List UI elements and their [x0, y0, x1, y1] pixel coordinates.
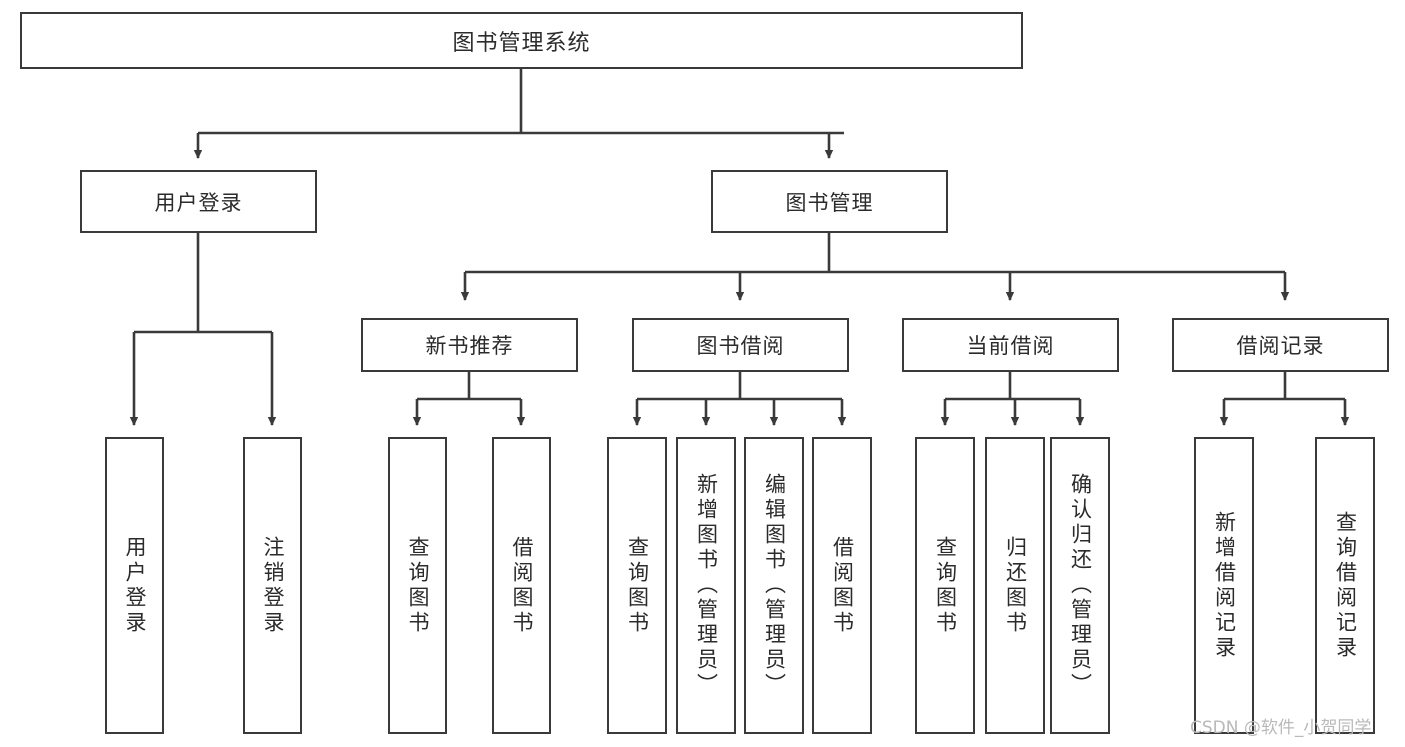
leaf-user-login-label: 用户登录	[123, 535, 147, 636]
csdn-watermark: CSDN @软件_小贺同学	[1190, 718, 1372, 738]
leaf-borrow-book-a[interactable]: 借阅图书	[492, 437, 551, 734]
leaf-query-book-c-label: 查询图书	[933, 535, 958, 636]
node-borrow-record[interactable]: 借阅记录	[1172, 318, 1389, 372]
node-user-login-label: 用户登录	[154, 190, 243, 215]
leaf-borrow-book-b-label: 借阅图书	[830, 535, 855, 636]
leaf-add-record[interactable]: 新增借阅记录	[1194, 437, 1254, 734]
leaf-borrow-book-b[interactable]: 借阅图书	[812, 437, 872, 734]
leaf-add-record-label: 新增借阅记录	[1212, 510, 1237, 661]
leaf-return-book-label: 归还图书	[1003, 535, 1028, 636]
leaf-borrow-book-a-label: 借阅图书	[510, 535, 534, 636]
leaf-query-book-b-label: 查询图书	[625, 535, 650, 636]
node-book-manage[interactable]: 图书管理	[711, 170, 948, 233]
leaf-query-book-a[interactable]: 查询图书	[388, 437, 447, 734]
leaf-logout-label: 注销登录	[261, 535, 285, 636]
leaf-query-record[interactable]: 查询借阅记录	[1315, 437, 1375, 734]
leaf-query-record-label: 查询借阅记录	[1333, 510, 1358, 661]
leaf-add-book-label: 新增图书（管理员）	[694, 473, 719, 698]
node-root[interactable]: 图书管理系统	[20, 12, 1023, 69]
leaf-query-book-c[interactable]: 查询图书	[915, 437, 975, 734]
node-book-manage-label: 图书管理	[785, 190, 874, 215]
leaf-query-book-a-label: 查询图书	[406, 535, 430, 636]
leaf-query-book-b[interactable]: 查询图书	[607, 437, 667, 734]
leaf-user-login[interactable]: 用户登录	[105, 437, 164, 734]
node-book-borrow[interactable]: 图书借阅	[632, 318, 849, 372]
leaf-logout[interactable]: 注销登录	[243, 437, 302, 734]
node-current-borrow[interactable]: 当前借阅	[902, 318, 1119, 372]
node-new-book-recommend[interactable]: 新书推荐	[361, 318, 578, 372]
node-book-borrow-label: 图书借阅	[696, 334, 785, 358]
leaf-return-book[interactable]: 归还图书	[985, 437, 1045, 734]
node-user-login[interactable]: 用户登录	[80, 170, 317, 233]
node-current-borrow-label: 当前借阅	[966, 334, 1055, 358]
node-root-label: 图书管理系统	[452, 30, 591, 56]
leaf-confirm-return-label: 确认归还（管理员）	[1068, 473, 1093, 698]
node-borrow-record-label: 借阅记录	[1236, 334, 1325, 358]
leaf-edit-book[interactable]: 编辑图书（管理员）	[744, 437, 804, 734]
leaf-add-book[interactable]: 新增图书（管理员）	[676, 437, 736, 734]
leaf-edit-book-label: 编辑图书（管理员）	[762, 473, 787, 698]
node-new-book-recommend-label: 新书推荐	[425, 334, 514, 358]
leaf-confirm-return[interactable]: 确认归还（管理员）	[1050, 437, 1110, 734]
